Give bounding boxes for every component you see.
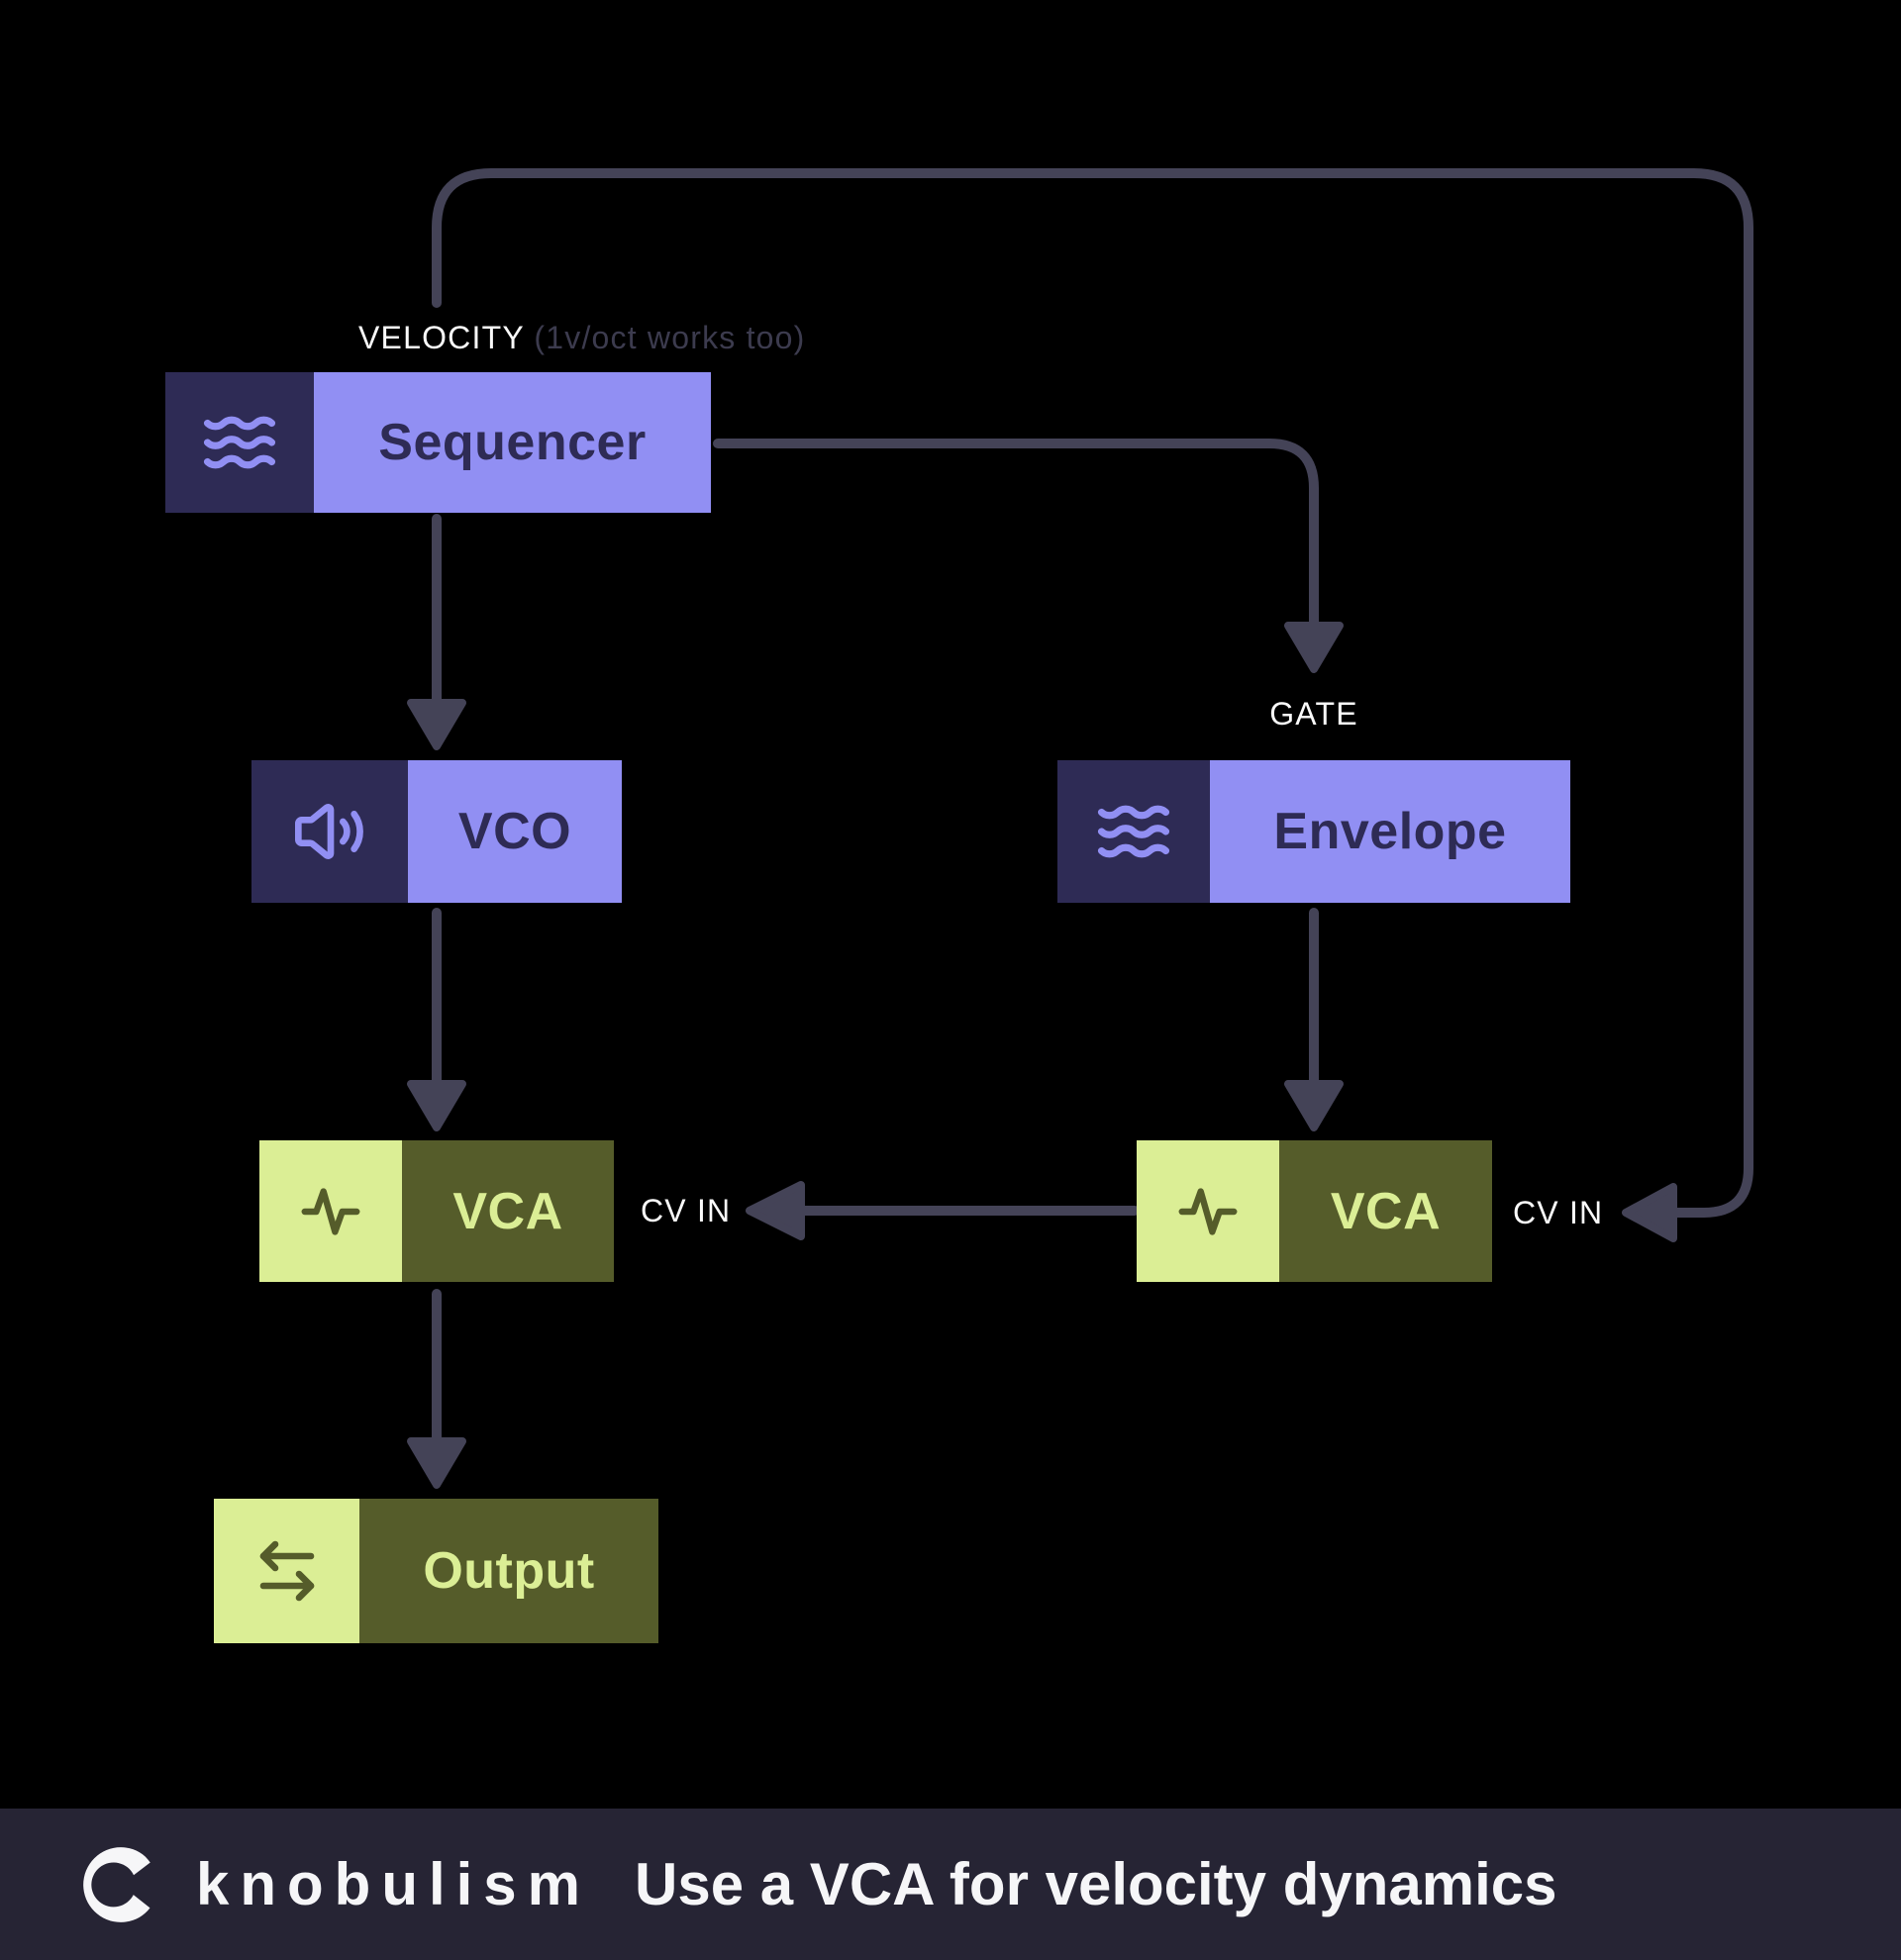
transfer-arrows-icon [214,1499,359,1643]
pulse-icon [259,1140,402,1282]
waves-icon [165,372,314,513]
speaker-icon [251,760,408,903]
arrowhead-to-vca-left [407,1080,466,1131]
module-label-vco: VCO [408,760,622,903]
wire-velocity-loop [432,168,1753,1218]
cv-in-label-right: CV IN [1513,1195,1604,1230]
module-label-vca-left: VCA [402,1140,614,1282]
module-label-output: Output [359,1499,658,1643]
module-output: Output [214,1499,658,1643]
arrowhead-to-output [407,1437,466,1489]
arrowhead-to-vca-right [1284,1080,1344,1131]
arrowhead-to-vco [407,699,466,750]
module-vca-right: VCA [1137,1140,1492,1282]
module-sequencer: Sequencer [165,372,711,513]
module-label-sequencer: Sequencer [314,372,711,513]
arrowhead-loop-cv-right [1622,1183,1677,1242]
velocity-label-muted: (1v/oct works too) [534,320,806,355]
knobulism-logo-icon [83,1846,150,1922]
wire-sequencer-to-envelope [713,439,1319,629]
footer-bar: knobulism Use a VCA for velocity dynamic… [0,1809,1901,1960]
footer-title: Use a VCA for velocity dynamics [635,1851,1557,1917]
velocity-label: VELOCITY (1v/oct works too) [358,321,806,354]
module-envelope: Envelope [1057,760,1570,903]
arrowhead-vca-cv-left [746,1181,805,1240]
arrowhead-to-gate [1284,622,1344,673]
brand-name: knobulism [196,1851,592,1917]
gate-label: GATE [1269,696,1358,732]
cv-in-label-left: CV IN [641,1193,732,1228]
pulse-icon [1137,1140,1279,1282]
module-vco: VCO [251,760,622,903]
velocity-label-strong: VELOCITY [358,320,525,355]
module-label-envelope: Envelope [1210,760,1570,903]
waves-icon [1057,760,1210,903]
module-vca-left: VCA [259,1140,614,1282]
module-label-vca-right: VCA [1279,1140,1492,1282]
